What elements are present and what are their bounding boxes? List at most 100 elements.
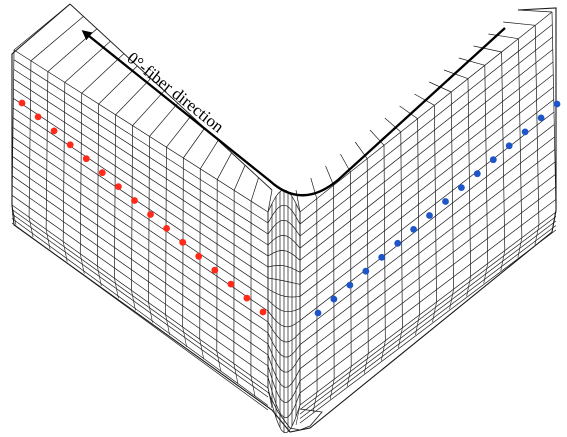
mesh-line: [13, 78, 269, 246]
left-marker-point: [227, 280, 235, 288]
mesh-line: [183, 127, 205, 159]
mesh-line: [182, 326, 187, 348]
right-marker-point: [362, 267, 370, 275]
mesh-line: [312, 392, 318, 413]
mesh-line: [299, 161, 556, 358]
mesh-line: [414, 93, 435, 106]
mesh-line: [299, 186, 556, 382]
mesh-line: [13, 69, 269, 235]
right-marker-point: [505, 142, 513, 150]
mesh-line: [233, 363, 239, 384]
right-marker-point: [442, 198, 449, 205]
mesh-line: [233, 165, 246, 191]
mesh-line: [131, 290, 136, 311]
mesh-line: [97, 265, 102, 287]
mesh-line: [299, 124, 555, 321]
mesh-line: [310, 177, 318, 199]
mesh-line: [11, 204, 269, 389]
right-marker-point: [346, 281, 354, 289]
mesh-line: [299, 216, 557, 410]
mesh-line: [267, 189, 273, 213]
mesh-line: [299, 24, 553, 225]
mesh-line: [216, 152, 232, 180]
mesh-line: [11, 209, 269, 393]
left-marker-point: [131, 197, 138, 204]
left-marker-point: [34, 113, 42, 121]
left-marker-point: [98, 169, 106, 177]
mesh-line: [299, 199, 556, 394]
mesh-line: [458, 57, 485, 66]
mesh-line: [267, 288, 301, 298]
mesh-line: [325, 165, 334, 186]
mesh-line: [299, 229, 557, 424]
left-marker-point: [179, 238, 187, 246]
mesh-line: [466, 276, 471, 297]
mesh-line: [483, 263, 489, 284]
mesh-line: [299, 86, 554, 285]
mesh-line: [267, 310, 301, 328]
mesh-line: [299, 36, 553, 237]
mesh-line: [295, 189, 301, 213]
mesh-line: [299, 220, 557, 415]
fiber-direction-label: 0°-fiber direction: [124, 48, 228, 136]
left-marker-point: [259, 308, 267, 316]
mesh-line: [473, 45, 502, 53]
mesh-line: [299, 11, 553, 213]
mesh-line: [69, 3, 273, 191]
mesh-line: [165, 314, 170, 335]
mesh-line: [267, 265, 301, 273]
left-marker-point: [147, 211, 154, 218]
mesh-line: [28, 217, 34, 238]
v-shaped-mesh: [11, 3, 557, 434]
right-marker-point: [394, 239, 402, 247]
mesh-line: [384, 117, 402, 133]
mesh-line: [267, 365, 301, 403]
mesh-line: [45, 229, 51, 250]
mesh-line: [329, 379, 335, 400]
right-marker-point: [378, 253, 386, 261]
mesh-line: [299, 211, 557, 406]
mesh-line: [299, 136, 555, 333]
mesh-line: [148, 302, 153, 323]
mesh-line: [115, 78, 152, 116]
left-marker-point: [115, 183, 122, 191]
mesh-line: [13, 49, 269, 213]
left-marker-point: [82, 155, 90, 163]
left-marker-row: [18, 99, 267, 316]
mesh-line: [114, 278, 119, 299]
mesh-line: [267, 387, 301, 434]
mesh-line: [369, 129, 385, 146]
mesh-line: [488, 33, 519, 40]
mesh-line: [149, 102, 178, 137]
mesh-line: [299, 174, 556, 370]
mesh-line: [534, 224, 540, 245]
right-marker-point: [314, 309, 322, 317]
mesh-line: [12, 175, 269, 356]
mesh-line: [12, 117, 269, 290]
mesh-line: [267, 219, 301, 237]
mesh-line: [11, 3, 557, 433]
left-marker-point: [50, 127, 58, 135]
mesh-line: [30, 16, 84, 62]
mesh-line: [449, 289, 454, 310]
mesh-line: [415, 314, 420, 335]
mesh-line: [250, 375, 256, 396]
right-marker-point: [553, 100, 561, 108]
mesh-line: [166, 115, 192, 148]
mesh-line: [216, 351, 222, 372]
right-marker-point: [458, 184, 465, 192]
mesh-line: [346, 366, 352, 387]
mesh-line: [363, 353, 369, 374]
mesh-line: [299, 99, 554, 297]
mesh-line: [432, 302, 437, 323]
mesh-line: [443, 69, 469, 79]
right-marker-point: [473, 170, 481, 178]
mesh-line: [62, 241, 68, 262]
mesh-line: [267, 204, 301, 225]
mesh-line: [12, 127, 269, 301]
mesh-line: [12, 136, 269, 312]
mesh-line: [12, 156, 269, 334]
right-marker-point: [330, 295, 338, 303]
mesh-line: [299, 111, 555, 309]
